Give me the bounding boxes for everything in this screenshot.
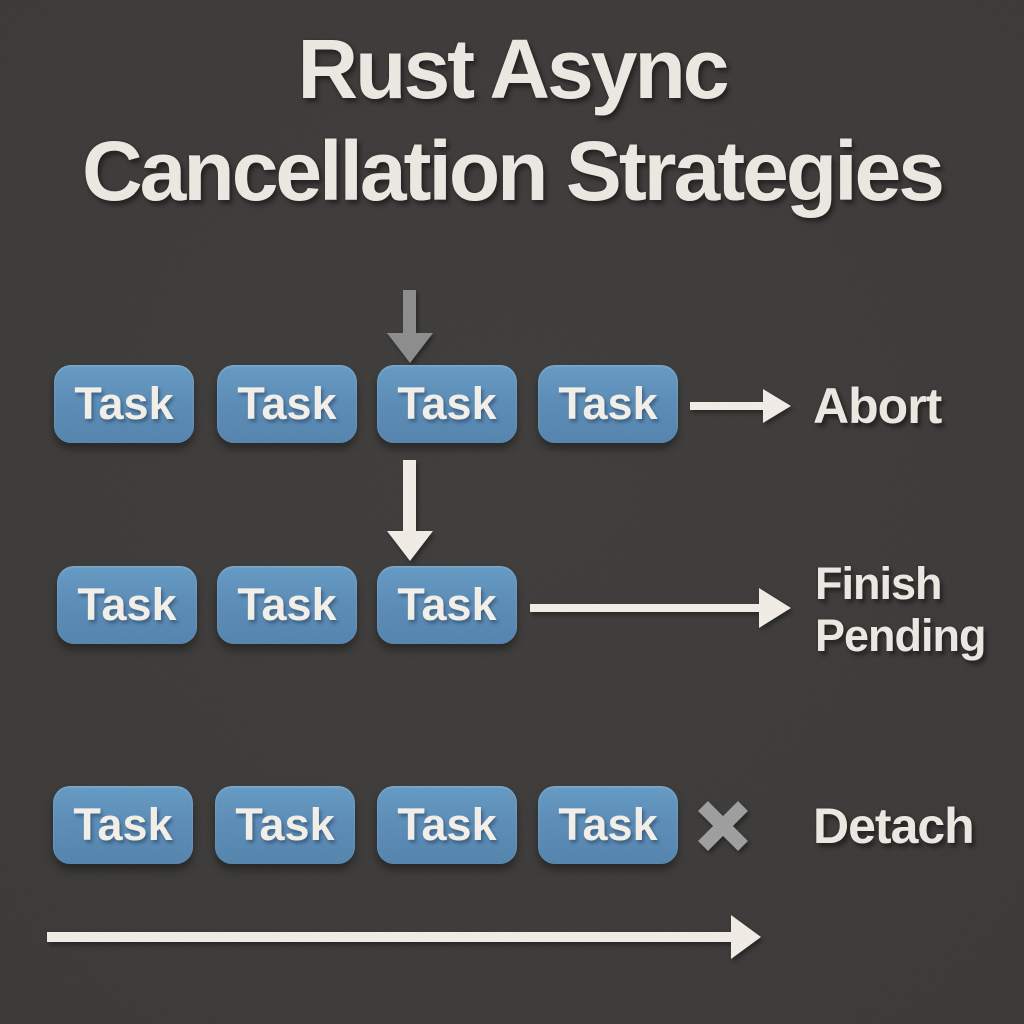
task-box: Task [538,365,678,443]
task-box: Task [215,786,355,864]
task-label: Task [558,378,658,429]
abort-right-arrow-icon [690,389,791,423]
task-box: Task [57,566,197,644]
task-box: Task [377,365,517,443]
task-label: Task [237,378,337,429]
task-label: Task [397,799,497,850]
task-box: Task [217,566,357,644]
strategy-label-line-2: Pending [815,610,986,661]
task-label: Task [73,799,173,850]
cancel-down-arrow-icon [387,290,433,363]
task-box: Task [53,786,193,864]
task-box: Task [217,365,357,443]
timeline-arrow-icon [47,915,761,959]
task-label: Task [558,799,658,850]
detach-cross-icon [698,801,748,851]
task-box: Task [538,786,678,864]
finish-pending-right-arrow-icon [530,588,791,628]
task-box: Task [377,566,517,644]
strategy-label-detach: Detach [813,798,975,854]
title-line-2: Cancellation Strategies [82,124,945,219]
task-label: Task [74,378,174,429]
task-label: Task [235,799,335,850]
task-label: Task [77,579,177,630]
task-label: Task [237,579,337,630]
diagram-title: Rust Async Cancellation Strategies [0,18,1024,223]
task-label: Task [397,579,497,630]
strategy-label-finish-pending: Finish Pending [815,558,986,662]
task-label: Task [397,378,497,429]
cancel-down-arrow-icon [387,460,433,561]
task-box: Task [377,786,517,864]
title-line-1: Rust Async [297,22,729,116]
strategy-label-abort: Abort [813,378,942,434]
strategy-label-line-1: Finish [815,558,942,609]
task-box: Task [54,365,194,443]
